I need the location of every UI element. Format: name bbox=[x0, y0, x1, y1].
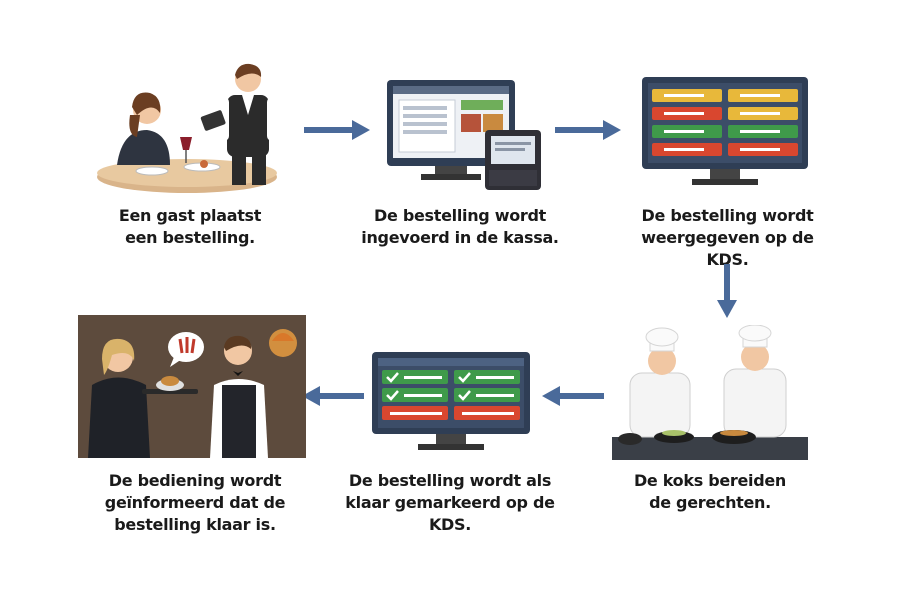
arrow-right-icon bbox=[302, 118, 372, 142]
waiter-notified-illustration bbox=[78, 315, 306, 458]
arrow-down-icon bbox=[715, 262, 739, 320]
arrow-right-icon bbox=[553, 118, 623, 142]
step-3-illustration bbox=[640, 75, 810, 190]
pos-terminal-illustration bbox=[387, 80, 541, 190]
step-4-illustration bbox=[612, 325, 808, 460]
arrow-left-icon bbox=[540, 384, 606, 408]
step-6-illustration bbox=[78, 315, 306, 458]
step-5-illustration bbox=[370, 350, 532, 455]
step-2-illustration bbox=[385, 78, 545, 193]
kds-screen-illustration bbox=[642, 77, 808, 185]
arrow-left-icon bbox=[300, 384, 366, 408]
chefs-cooking-illustration bbox=[612, 325, 808, 460]
step-1-illustration bbox=[92, 55, 282, 195]
guest-ordering-illustration bbox=[97, 63, 277, 193]
kds-ready-illustration bbox=[372, 352, 530, 450]
